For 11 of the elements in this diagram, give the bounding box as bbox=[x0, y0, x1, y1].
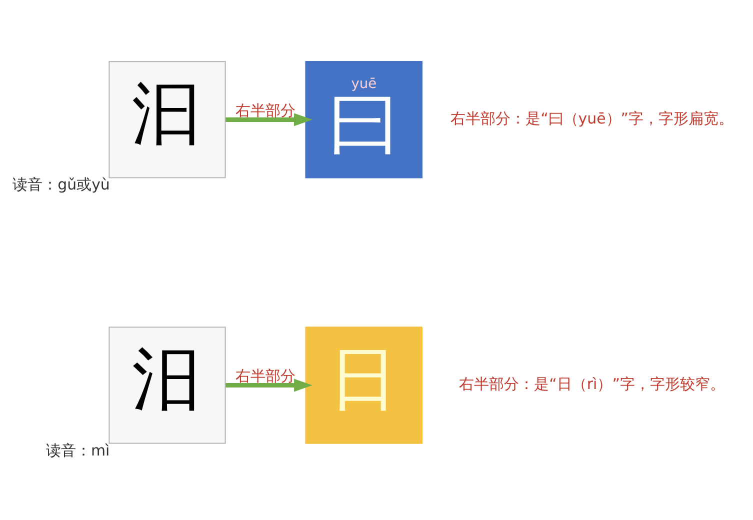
node-label: 读音：mì bbox=[46, 440, 110, 459]
node-label: 读音：gǔ或yù bbox=[12, 175, 110, 194]
node-box: 汩 bbox=[108, 60, 226, 178]
arrow bbox=[226, 378, 312, 392]
node-box: 汨 bbox=[108, 326, 226, 444]
node-label: 右半部分：是“日（rì）”字，字形较窄。 bbox=[459, 374, 725, 393]
edge-label: 右半部分 bbox=[236, 101, 296, 120]
arrow bbox=[226, 112, 312, 126]
node-label: 右半部分：是“曰（yuē）”字，字形扁宽。 bbox=[450, 109, 734, 128]
edge-label: 右半部分 bbox=[236, 366, 296, 385]
node-box: 日 bbox=[305, 326, 422, 444]
